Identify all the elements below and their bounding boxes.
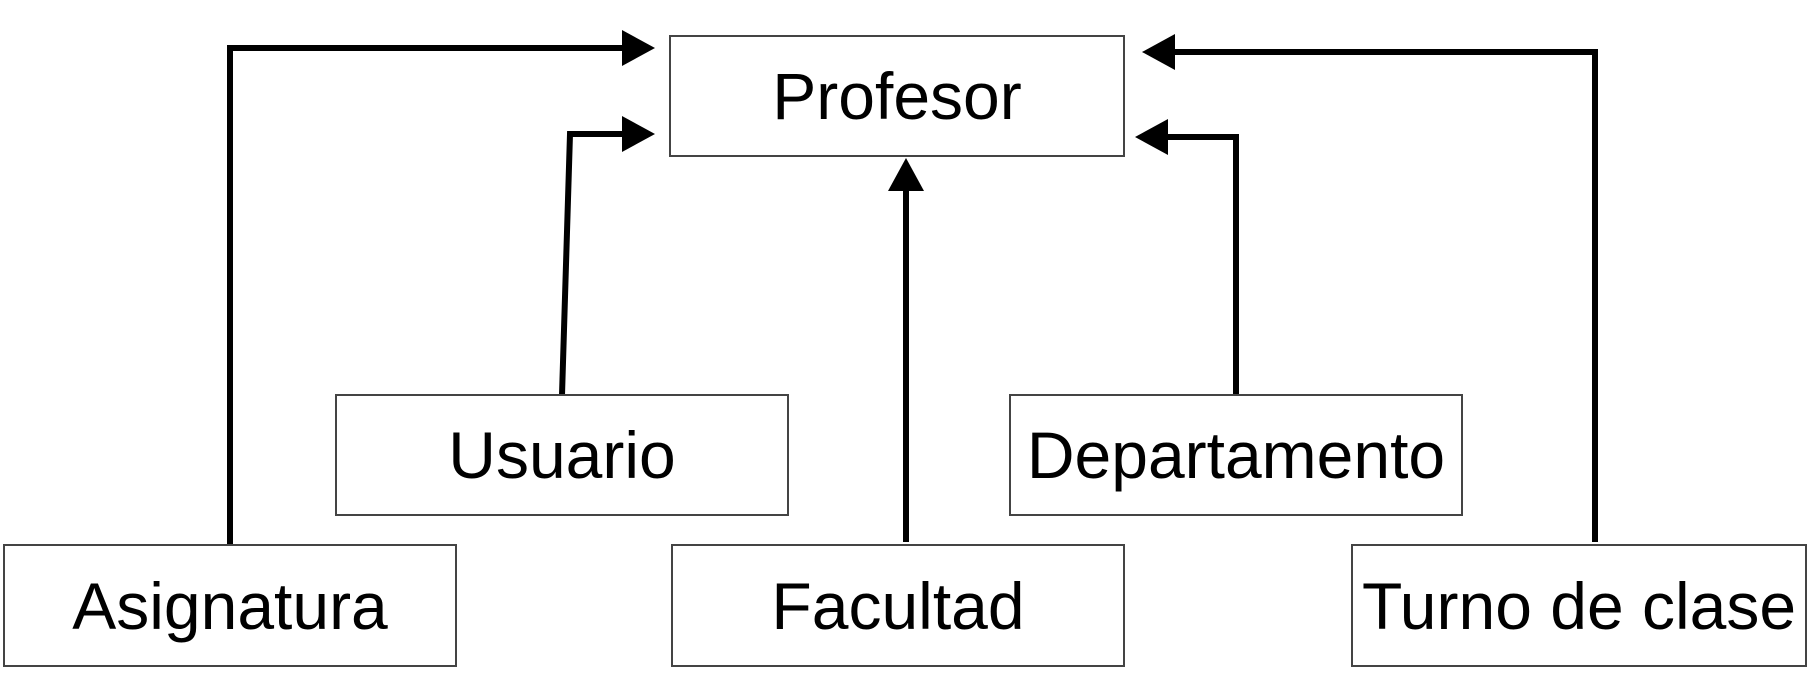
arrow-head-icon: [622, 116, 655, 152]
node-asignatura[interactable]: Asignatura: [3, 544, 457, 667]
edge-facultad-profesor: [888, 158, 924, 542]
node-label: Turno de clase: [1362, 569, 1796, 643]
nodes: Profesor Usuario Departamento Asignatura…: [3, 35, 1807, 667]
arrow-head-icon: [888, 158, 924, 191]
edge-turno-profesor: [1142, 34, 1598, 542]
node-turno-de-clase[interactable]: Turno de clase: [1351, 544, 1807, 667]
node-usuario[interactable]: Usuario: [335, 394, 789, 516]
node-label: Departamento: [1027, 418, 1445, 492]
node-label: Usuario: [448, 418, 675, 492]
edges: [227, 30, 1598, 545]
node-label: Profesor: [772, 59, 1021, 133]
edge-departamento-profesor: [1135, 119, 1239, 395]
arrow-head-icon: [622, 30, 655, 66]
node-profesor[interactable]: Profesor: [669, 35, 1125, 157]
edge-usuario-profesor: [559, 116, 655, 396]
node-departamento[interactable]: Departamento: [1009, 394, 1463, 516]
arrow-head-icon: [1135, 119, 1168, 155]
edge-asignatura-profesor: [227, 30, 655, 545]
node-label: Facultad: [771, 569, 1024, 643]
node-label: Asignatura: [72, 569, 388, 643]
node-facultad[interactable]: Facultad: [671, 544, 1125, 667]
arrow-head-icon: [1142, 34, 1175, 70]
